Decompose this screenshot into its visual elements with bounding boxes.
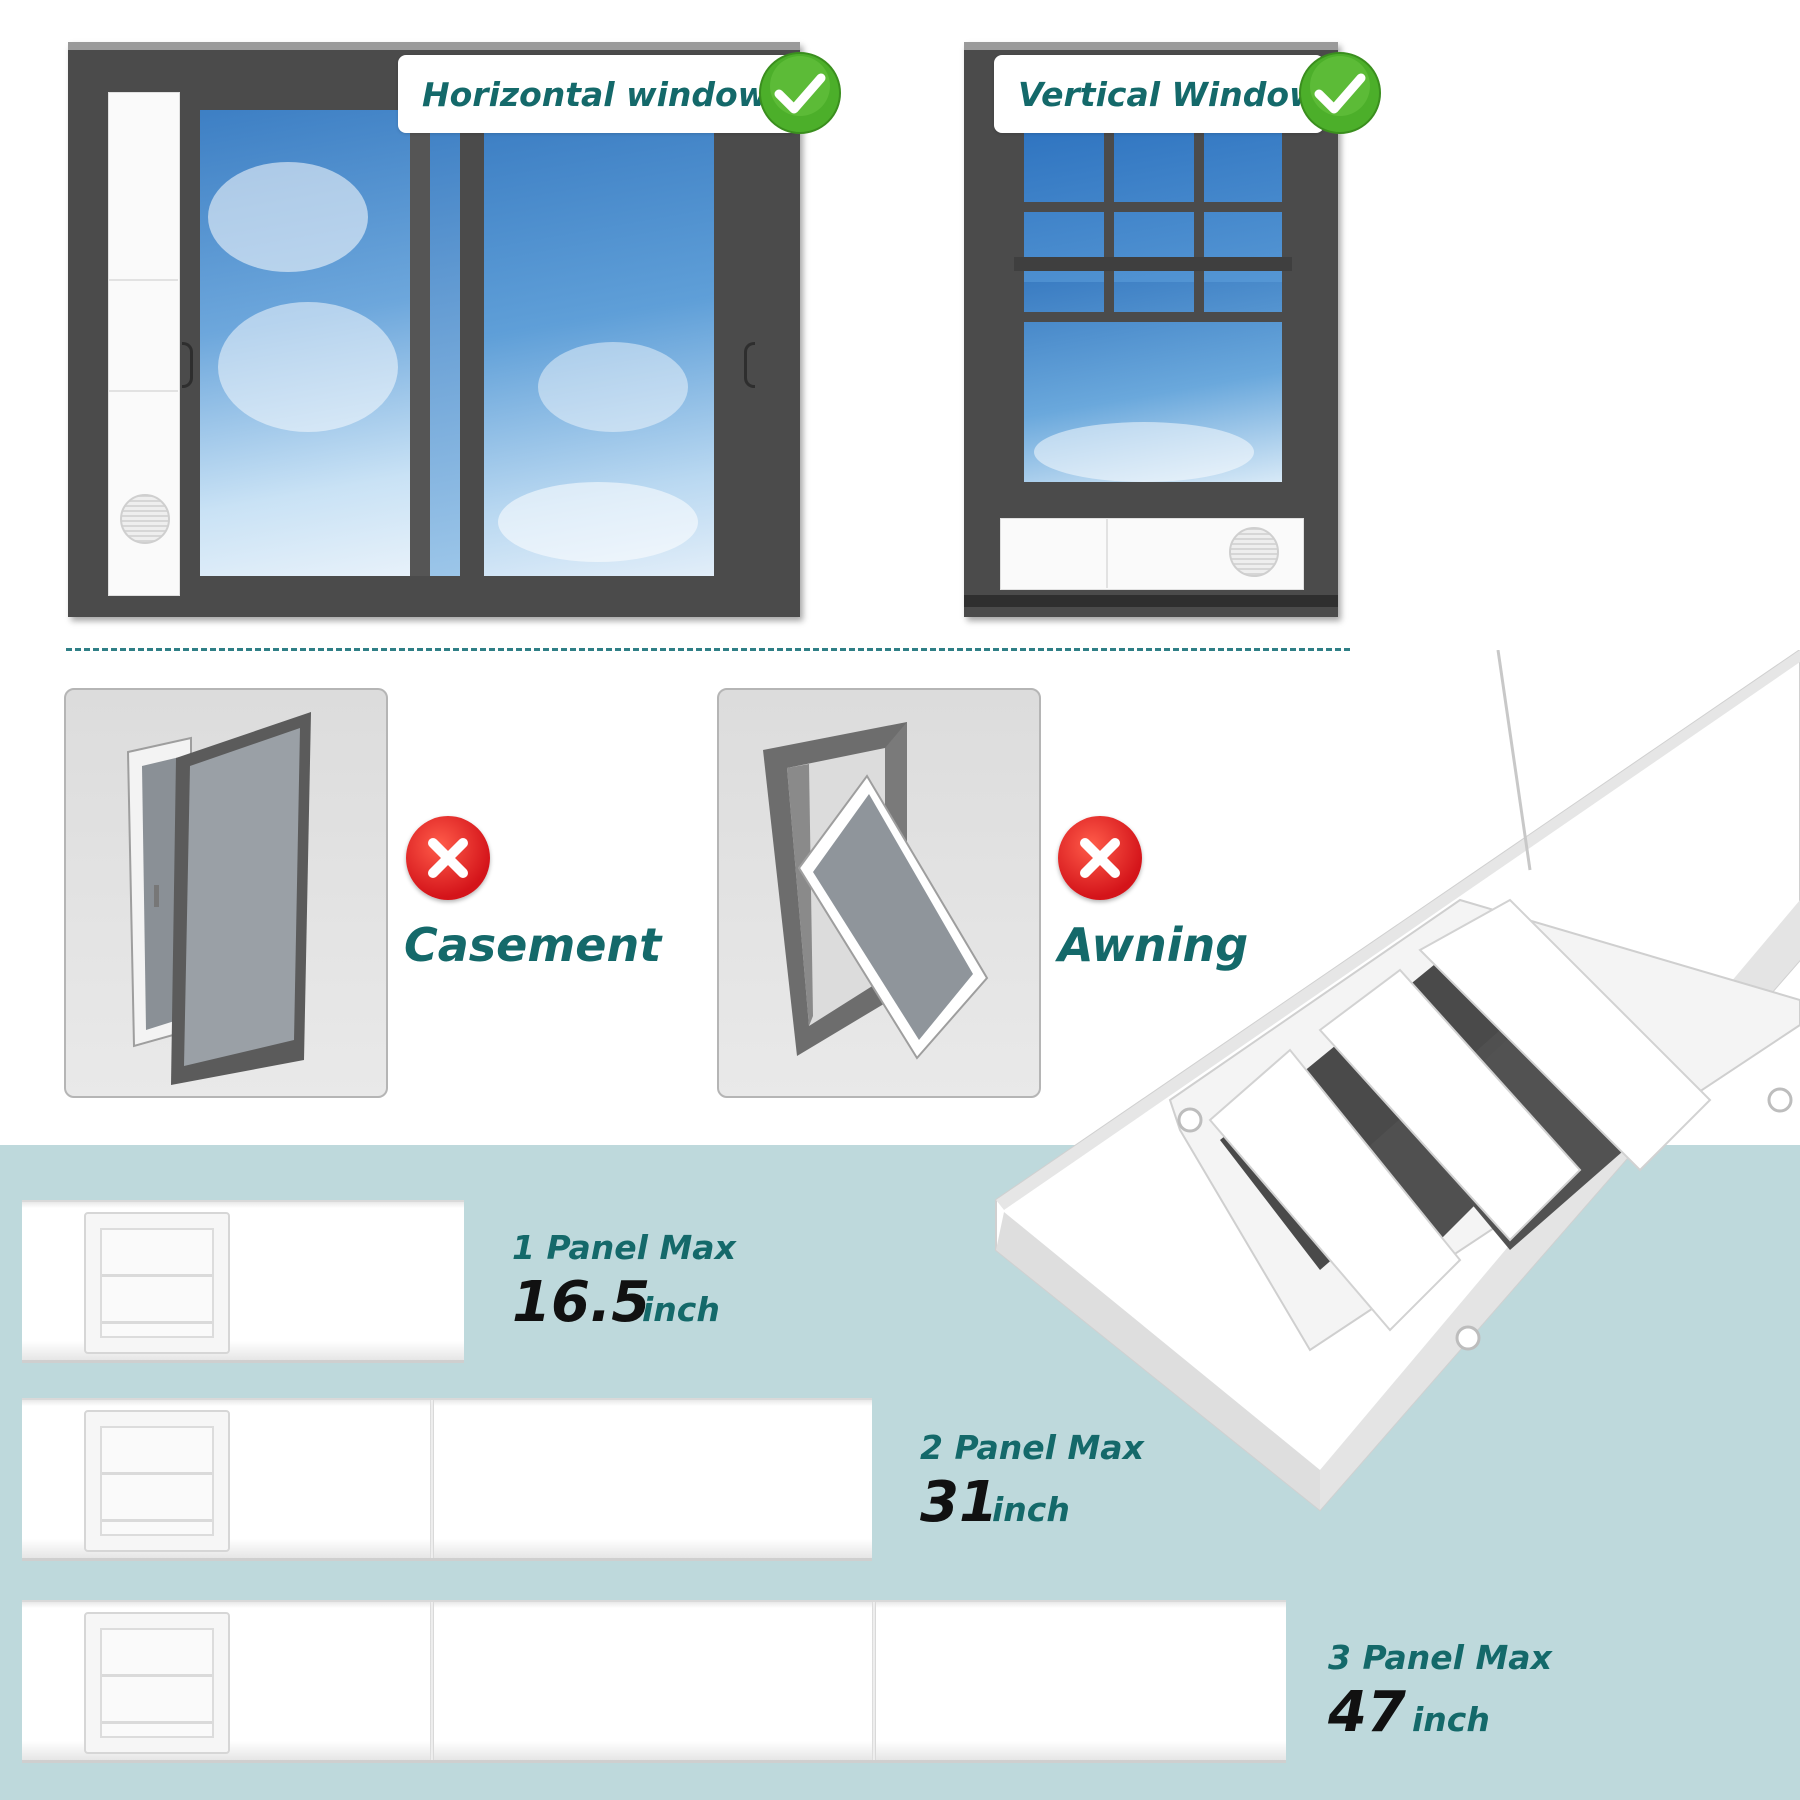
panel-3-value: 47 — [1328, 1680, 1406, 1745]
x-icon — [1058, 816, 1142, 900]
casement-window-card — [64, 688, 388, 1098]
vent-grille-icon — [1229, 527, 1279, 577]
awning-label: Awning — [1058, 918, 1249, 972]
x-icon — [406, 816, 490, 900]
check-icon — [1299, 52, 1381, 134]
vertical-window-illustration — [964, 42, 1338, 617]
awning-window-icon — [763, 722, 989, 1060]
horizontal-window-label: Horizontal window — [422, 74, 769, 114]
panel-2-illustration — [22, 1398, 872, 1561]
section-divider — [66, 648, 1350, 651]
casement-label: Casement — [404, 918, 662, 972]
panel-3-illustration — [22, 1600, 1286, 1763]
vent-panel-closeup — [995, 650, 1800, 1512]
casement-window-icon — [126, 712, 311, 1085]
panel-2-unit: inch — [992, 1490, 1070, 1529]
panel-1-illustration — [22, 1200, 464, 1363]
panel-2-value: 31 — [920, 1470, 998, 1535]
panel-1-unit: inch — [642, 1290, 720, 1329]
horizontal-window-tag: Horizontal window — [398, 55, 798, 133]
vertical-window-tag: Vertical Window — [994, 55, 1324, 133]
vent-grille-icon — [120, 494, 170, 544]
awning-window-card — [717, 688, 1041, 1098]
panel-1-title: 1 Panel Max — [512, 1228, 736, 1267]
vertical-window-label: Vertical Window — [1018, 74, 1320, 114]
panel-3-title: 3 Panel Max — [1328, 1638, 1552, 1677]
panel-1-value: 16.5 — [512, 1270, 651, 1335]
check-icon — [759, 52, 841, 134]
panel-3-unit: inch — [1412, 1700, 1490, 1739]
panel-2-title: 2 Panel Max — [920, 1428, 1144, 1467]
horizontal-window-illustration — [68, 42, 800, 617]
